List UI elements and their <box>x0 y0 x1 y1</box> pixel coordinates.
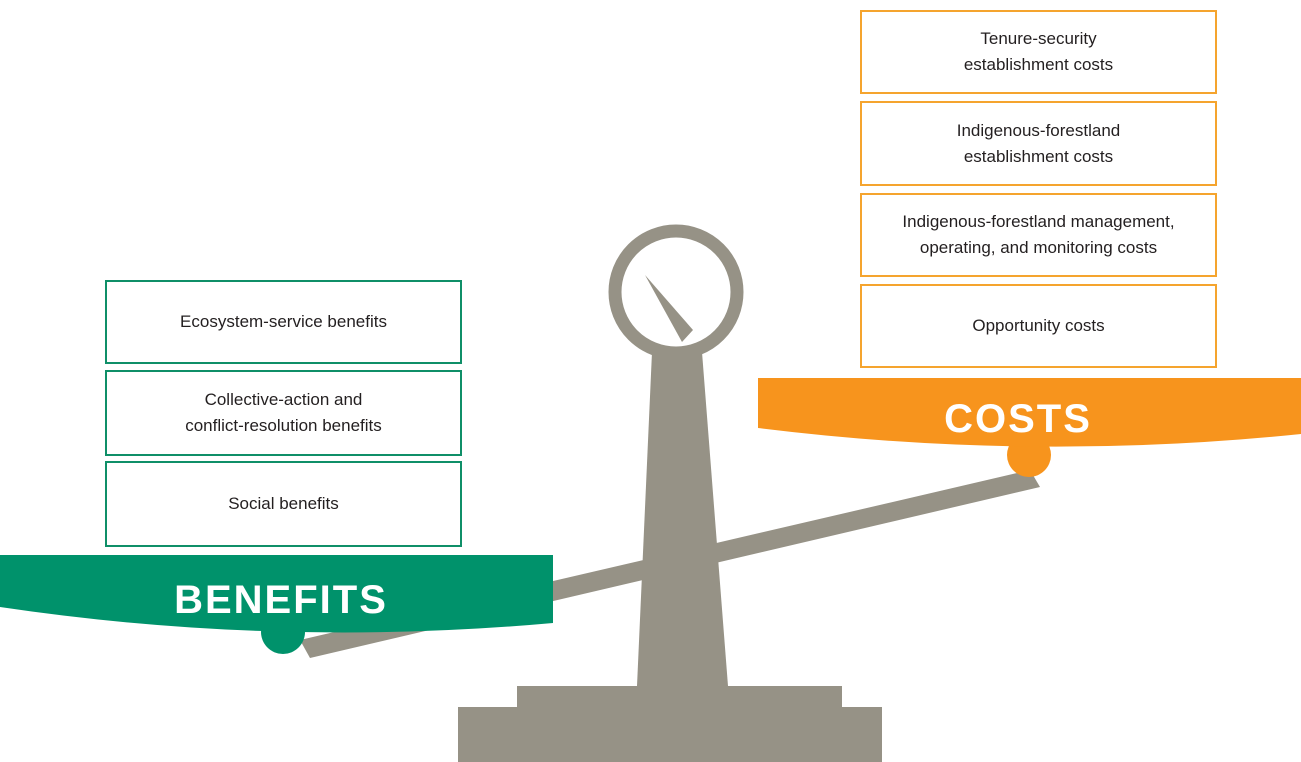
benefit-box-ecosystem-service: Ecosystem-service benefits <box>105 280 462 364</box>
cost-box-tenure-security: Tenure-security establishment costs <box>860 10 1217 94</box>
scale-base <box>458 686 882 762</box>
costs-pan <box>758 378 1301 447</box>
cost-box-opportunity: Opportunity costs <box>860 284 1217 368</box>
gauge-needle <box>645 275 693 342</box>
cost-box-indigenous-establishment: Indigenous-forestland establishment cost… <box>860 101 1217 186</box>
scale-column <box>637 352 728 686</box>
benefit-box-collective-action: Collective-action and conflict-resolutio… <box>105 370 462 456</box>
costs-label: COSTS <box>944 397 1092 441</box>
benefits-label: BENEFITS <box>174 578 388 622</box>
benefits-pan <box>0 555 553 633</box>
benefit-box-social: Social benefits <box>105 461 462 547</box>
gauge-dial <box>608 224 744 360</box>
cost-box-indigenous-management: Indigenous-forestland management, operat… <box>860 193 1217 277</box>
